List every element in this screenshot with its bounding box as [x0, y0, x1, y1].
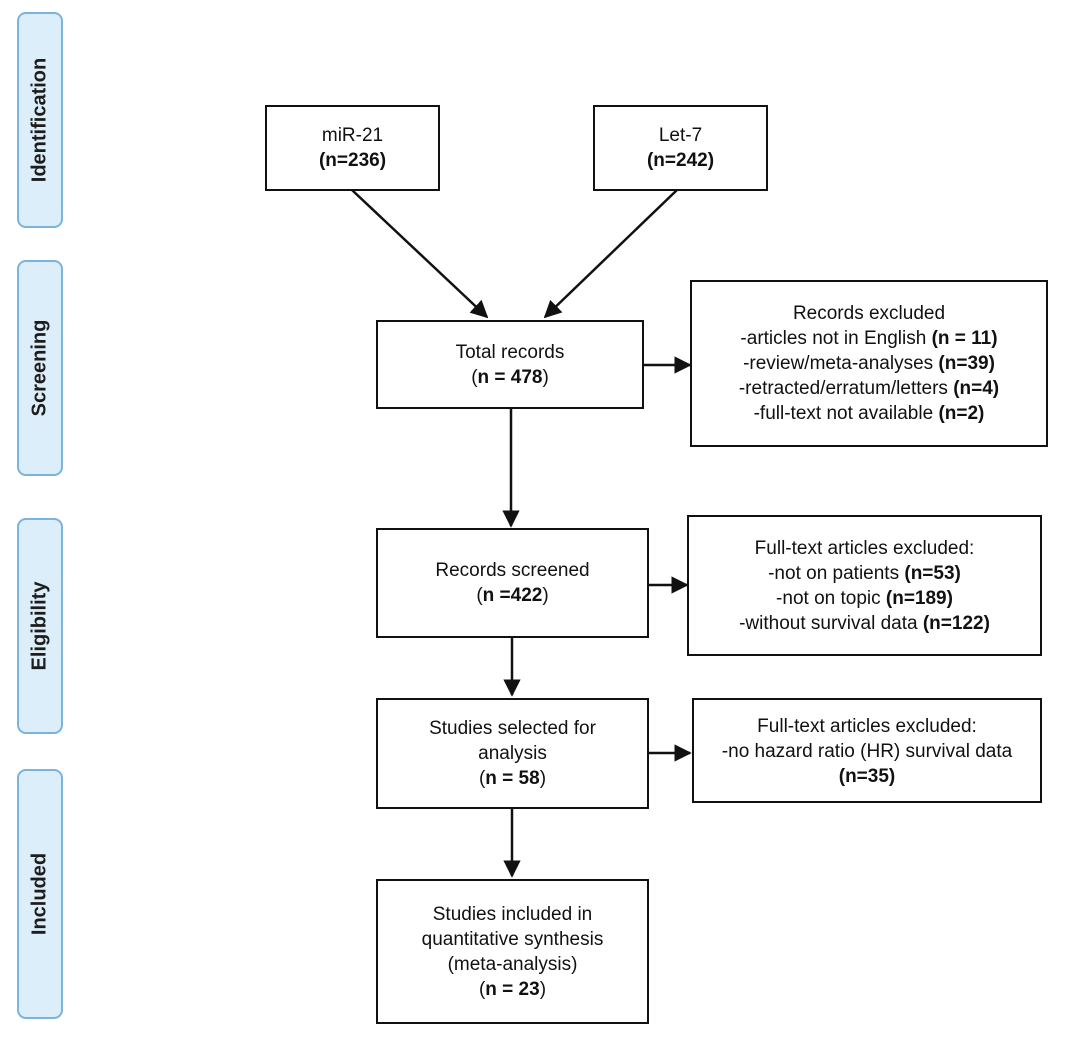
mir21-count: (n=236) — [318, 150, 387, 171]
total-records-label: Total records — [455, 341, 565, 363]
excluded1-item: -full-text not available (n=2) — [753, 403, 985, 424]
phase-eligibility: Eligibility — [17, 518, 63, 734]
studies-included-line1: Studies included in — [432, 903, 593, 925]
box-records-screened: Records screened (n =422) — [376, 528, 649, 638]
phase-identification: Identification — [17, 12, 63, 228]
excluded1-item: -articles not in English (n = 11) — [740, 328, 998, 349]
studies-included-count: n = 23 — [485, 978, 540, 1000]
box-fulltext-excluded-2: Full-text articles excluded: -no hazard … — [692, 698, 1042, 803]
fulltext-excluded-2-line: -no hazard ratio (HR) survival data — [721, 741, 1013, 762]
fulltext-excluded-2-title: Full-text articles excluded: — [757, 716, 977, 737]
box-studies-selected: Studies selected for analysis (n = 58) — [376, 698, 649, 809]
excluded2-item: -without survival data (n=122) — [739, 612, 990, 634]
let7-label: Let-7 — [658, 125, 703, 146]
fulltext-excluded-1-title: Full-text articles excluded: — [754, 537, 975, 559]
phase-included: Included — [17, 769, 63, 1019]
studies-included-line3: (meta-analysis) — [447, 953, 578, 975]
phase-screening: Screening — [17, 260, 63, 476]
studies-selected-line1: Studies selected for — [429, 718, 596, 739]
total-records-count: n = 478 — [477, 366, 543, 388]
excluded2-item: -not on topic (n=189) — [776, 587, 953, 609]
box-studies-included: Studies included in quantitative synthes… — [376, 879, 649, 1024]
records-screened-label: Records screened — [435, 560, 590, 581]
mir21-label: miR-21 — [321, 125, 384, 146]
excluded2-item: -not on patients (n=53) — [768, 562, 961, 584]
box-fulltext-excluded-1: Full-text articles excluded: -not on pat… — [687, 515, 1042, 656]
studies-included-line2: quantitative synthesis — [421, 928, 604, 950]
excluded1-item: -review/meta-analyses (n=39) — [743, 353, 995, 374]
studies-selected-line2: analysis — [478, 743, 547, 764]
box-mir21: miR-21 (n=236) — [265, 105, 440, 191]
box-total-records: Total records (n = 478) — [376, 320, 644, 409]
excluded1-item: -retracted/erratum/letters (n=4) — [738, 378, 1000, 399]
records-excluded-title: Records excluded — [792, 303, 946, 324]
box-let7: Let-7 (n=242) — [593, 105, 768, 191]
records-screened-count: n =422 — [482, 585, 543, 606]
fulltext-excluded-2-count: (n=35) — [838, 766, 896, 787]
box-records-excluded: Records excluded -articles not in Englis… — [690, 280, 1048, 447]
arrow-mir21-to-total — [351, 189, 489, 319]
arrow-let7-to-total — [543, 189, 678, 319]
let7-count: (n=242) — [646, 150, 715, 171]
studies-selected-count: n = 58 — [485, 768, 540, 789]
